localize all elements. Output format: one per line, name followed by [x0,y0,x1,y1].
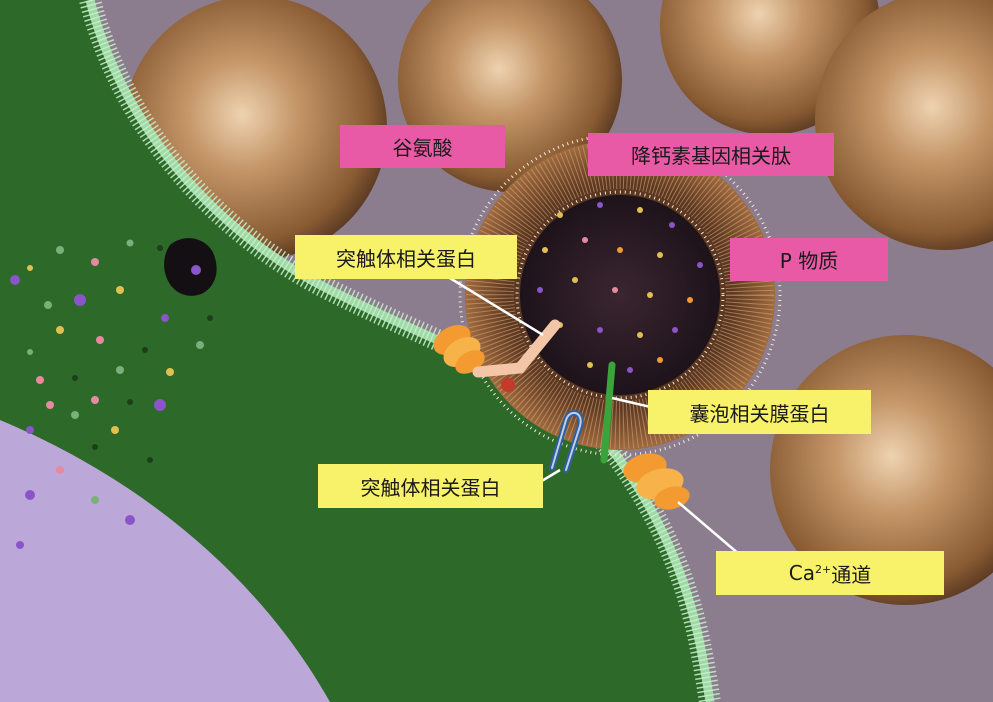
label-synaptotagmin-top: 突触体相关蛋白 [295,235,517,279]
label-glutamate: 谷氨酸 [340,125,505,168]
ca-suffix: 通道 [831,559,871,588]
label-synaptotagmin-bottom: 突触体相关蛋白 [318,464,543,508]
label-vamp: 囊泡相关膜蛋白 [648,390,871,434]
label-ca-channel: Ca2+ 通道 [716,551,944,595]
label-cgrp: 降钙素基因相关肽 [588,133,834,176]
label-substance-p: P 物质 [730,238,888,281]
red-particle [501,378,515,392]
ca-prefix: Ca [789,561,815,585]
vesicle-core [520,195,720,395]
ca-charge: 2+ [815,563,831,576]
